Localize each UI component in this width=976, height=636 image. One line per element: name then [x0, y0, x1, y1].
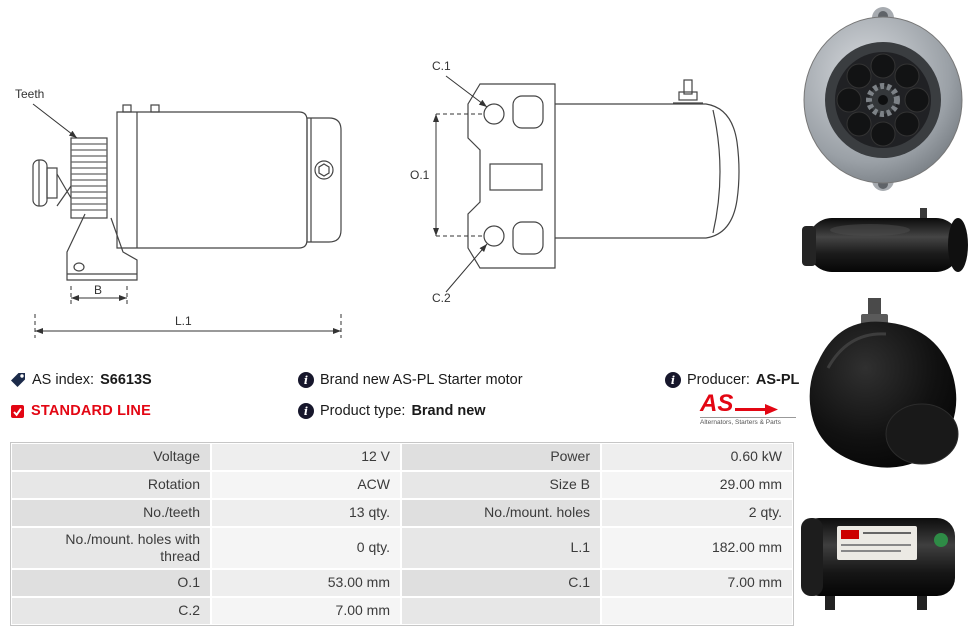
spec-label: No./mount. holes	[401, 499, 601, 527]
spec-label: Size B	[401, 471, 601, 499]
dim-l1-label: L.1	[175, 314, 192, 328]
producer-label: Producer:	[687, 372, 750, 388]
spec-label	[401, 597, 601, 625]
spec-label: C.1	[401, 569, 601, 597]
info-icon: i	[298, 372, 314, 388]
spec-value: 13 qty.	[211, 499, 401, 527]
product-photo-side-view[interactable]	[800, 196, 970, 290]
spec-label: Rotation	[11, 471, 211, 499]
info-icon: i	[665, 372, 681, 388]
tag-icon	[11, 373, 25, 387]
spec-label: C.2	[11, 597, 211, 625]
teeth-label: Teeth	[15, 87, 44, 101]
standard-line-label: STANDARD LINE	[31, 403, 151, 419]
spec-label: O.1	[11, 569, 211, 597]
spec-value: 182.00 mm	[601, 527, 793, 569]
spec-table: Voltage 12 V Power 0.60 kW Rotation ACW …	[10, 442, 794, 626]
spec-label: Power	[401, 443, 601, 471]
spec-value: 2 qty.	[601, 499, 793, 527]
as-index-row: AS index: S6613S	[10, 368, 280, 392]
product-photo-front-view[interactable]	[793, 4, 973, 194]
spec-label: No./mount. holes with thread	[11, 527, 211, 569]
dim-c2-label: C.2	[432, 291, 451, 305]
logo-tagline: Alternators, Starters & Parts	[700, 417, 796, 426]
spec-value: 0 qty.	[211, 527, 401, 569]
product-type-label: Product type:	[320, 403, 406, 419]
brand-new-text: Brand new AS-PL Starter motor	[320, 372, 523, 388]
dim-b-label: B	[94, 283, 102, 297]
spec-value: 53.00 mm	[211, 569, 401, 597]
product-photo-angled-view[interactable]	[788, 292, 974, 478]
spec-label: No./teeth	[11, 499, 211, 527]
standard-line-row: STANDARD LINE	[10, 399, 280, 423]
logo-arrow-icon	[735, 404, 779, 415]
checkbox-checked-icon	[11, 404, 24, 418]
technical-drawing-mount-view: C.1 C.2 O.1	[410, 59, 740, 305]
logo-brand-text: AS	[700, 390, 734, 417]
producer-block: i Producer: AS-PL	[665, 368, 845, 399]
spec-value: 12 V	[211, 443, 401, 471]
brand-new-row: i Brand new AS-PL Starter motor	[298, 368, 628, 392]
dim-c1-label: C.1	[432, 59, 451, 73]
as-index-label: AS index:	[32, 372, 95, 388]
spec-value: ACW	[211, 471, 401, 499]
technical-drawing-side-view: Teeth B L.1	[15, 87, 342, 338]
product-type-row: i Product type: Brand new	[298, 399, 628, 423]
producer-row: i Producer: AS-PL	[665, 368, 845, 392]
description-block: i Brand new AS-PL Starter motor i Produc…	[298, 368, 628, 430]
spec-value: 7.00 mm	[211, 597, 401, 625]
info-icon: i	[298, 403, 314, 419]
dim-o1-label: O.1	[410, 168, 430, 182]
as-index-value: S6613S	[100, 372, 152, 388]
spec-label: Voltage	[11, 443, 211, 471]
product-type-value: Brand new	[411, 403, 486, 419]
producer-value: AS-PL	[755, 372, 800, 388]
as-pl-logo: AS Alternators, Starters & Parts	[700, 390, 796, 426]
spec-value	[601, 597, 793, 625]
product-photo-labeled-view[interactable]	[795, 482, 967, 632]
spec-value: 7.00 mm	[601, 569, 793, 597]
spec-value: 0.60 kW	[601, 443, 793, 471]
spec-label: L.1	[401, 527, 601, 569]
index-block: AS index: S6613S STANDARD LINE	[10, 368, 280, 430]
spec-value: 29.00 mm	[601, 471, 793, 499]
